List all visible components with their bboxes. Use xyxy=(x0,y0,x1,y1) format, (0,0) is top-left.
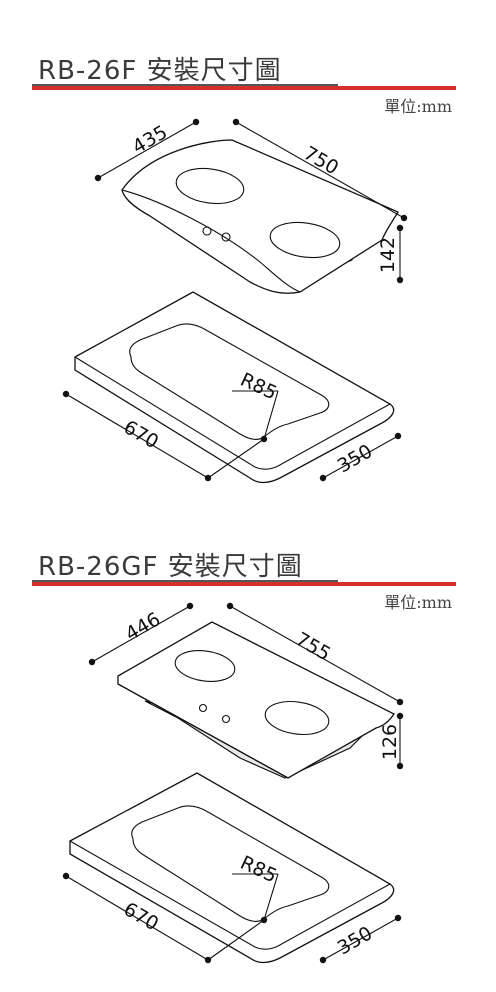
hob-height-label: 142 xyxy=(377,237,399,273)
hob-width-label: 755 xyxy=(292,628,334,665)
installation-drawing: 446 755 126 670 350 R85 xyxy=(62,602,404,964)
unit-label: 單位:mm xyxy=(384,97,452,116)
cutout-width-label: 670 xyxy=(120,416,162,453)
cutout-dimension-lines xyxy=(62,872,402,964)
installation-drawing: 435 750 142 670 350 R85 xyxy=(62,118,408,484)
countertop-illustration xyxy=(74,291,395,484)
title-red-rule xyxy=(32,86,456,90)
hob-depth-label: 435 xyxy=(129,121,171,158)
section-rb-26f: RB-26F 安裝尺寸圖 單位:mm 435 750 142 xyxy=(32,56,456,484)
hob-depth-label: 446 xyxy=(122,608,164,645)
section-title: RB-26GF 安裝尺寸圖 xyxy=(38,552,303,582)
section-title: RB-26F 安裝尺寸圖 xyxy=(38,56,282,86)
hob-illustration xyxy=(121,139,399,294)
unit-label: 單位:mm xyxy=(384,593,452,612)
title-underline xyxy=(32,580,338,582)
countertop-illustration xyxy=(69,772,395,964)
title-underline xyxy=(32,84,338,86)
section-rb-26gf: RB-26GF 安裝尺寸圖 單位:mm 446 755 126 xyxy=(0,496,496,992)
hob-dimension-lines xyxy=(94,118,408,284)
cutout-depth-label: 350 xyxy=(334,922,376,959)
title-red-rule xyxy=(32,582,456,586)
hob-dimension-lines xyxy=(88,602,404,770)
hob-height-label: 126 xyxy=(379,724,401,760)
cutout-dimension-lines xyxy=(62,390,402,482)
hob-illustration xyxy=(117,621,395,779)
